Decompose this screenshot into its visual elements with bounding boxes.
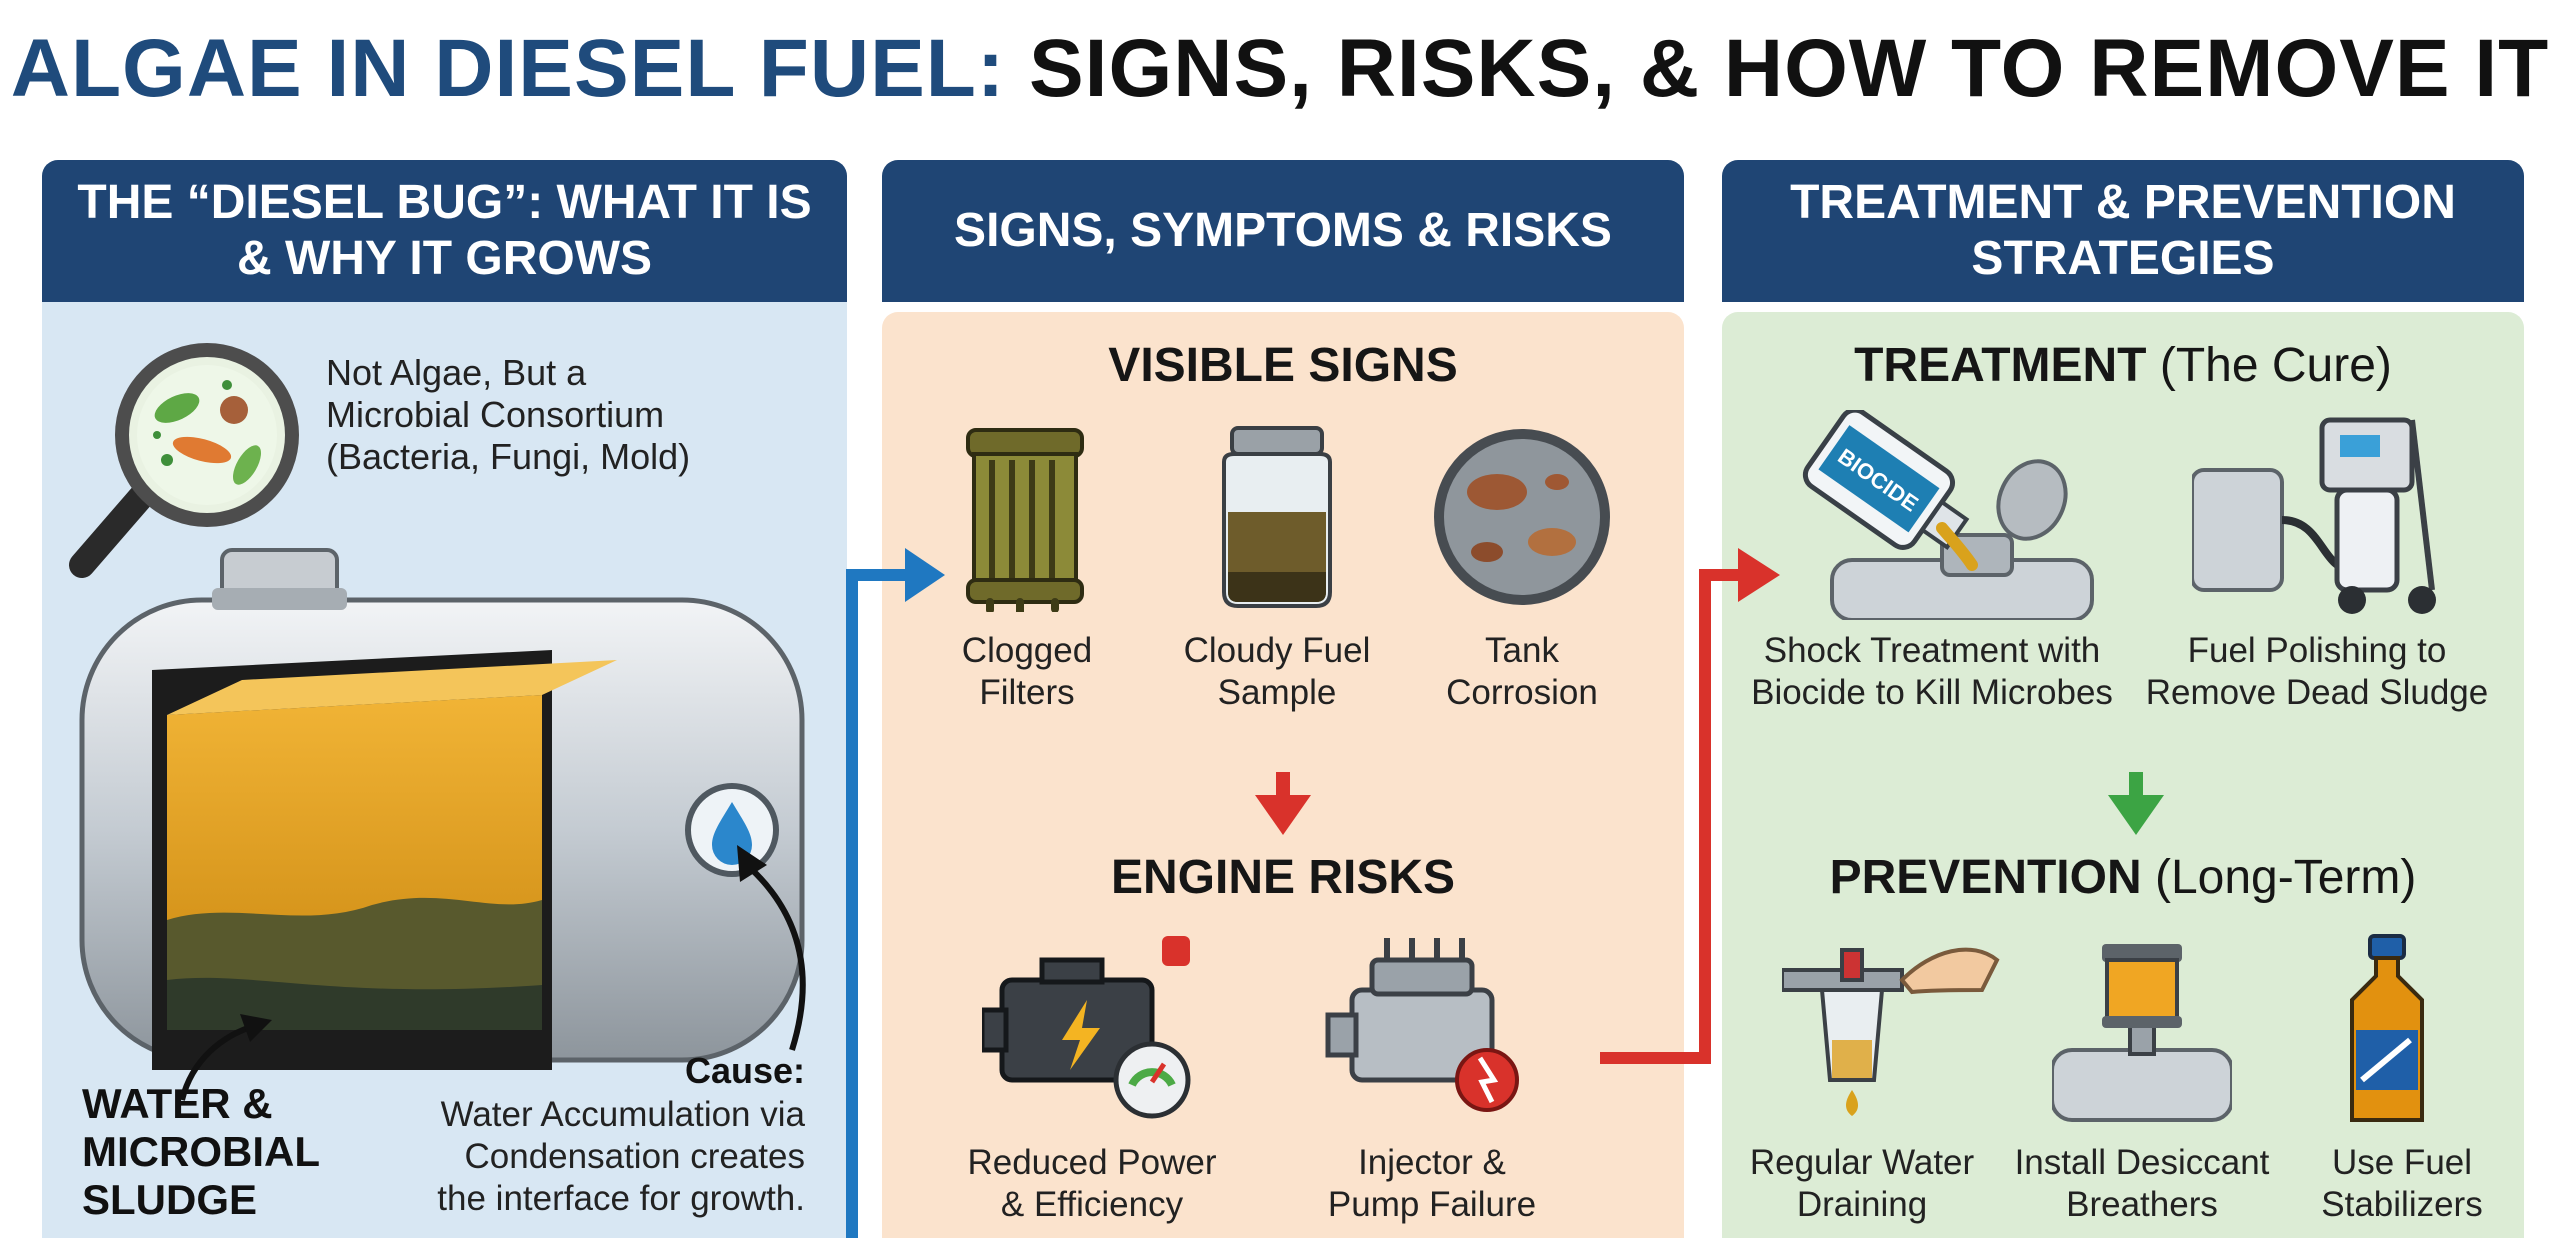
cause-text-line-2: Condensation creates xyxy=(464,1137,806,1176)
engine-risks-heading: ENGINE RISKS xyxy=(1110,851,1456,904)
sludge-label-visible-line-1: WATER & xyxy=(82,1080,273,1127)
column-header-diesel-bug: THE “DIESEL BUG”: WHAT IT IS & WHY IT GR… xyxy=(42,160,847,302)
caption-water-draining-line-2: Draining xyxy=(1796,1185,1928,1224)
fuel-tank-cutaway-icon xyxy=(79,548,805,1070)
caption-clogged-filters: Clogged Filters xyxy=(912,630,1142,714)
prevention-subheading: (Long-Term) xyxy=(2154,851,2417,904)
caption-fuel-polishing: Fuel Polishing to Remove Dead Sludge xyxy=(2132,630,2502,714)
title-rest: SIGNS, RISKS, & HOW TO REMOVE IT xyxy=(1028,23,2550,114)
column-header-signs-risks: SIGNS, SYMPTOMS & RISKS xyxy=(882,160,1684,302)
microbe-note-line-1: Not Algae, But a xyxy=(326,352,587,393)
visible-signs-heading: VISIBLE SIGNS xyxy=(1108,339,1458,392)
column-treatment-prevention: TREATMENT & PREVENTION STRATEGIES TREATM… xyxy=(1722,160,2524,1238)
caption-shock-treatment-line-1: Shock Treatment with xyxy=(1763,631,2101,670)
caption-cloudy-fuel: Cloudy Fuel Sample xyxy=(1147,630,1407,714)
microbe-note-line-2: Microbial Consortium xyxy=(326,394,665,435)
column-signs-risks: SIGNS, SYMPTOMS & RISKS VISIBLE SIGNS Cl… xyxy=(882,160,1684,1238)
caption-desiccant-breathers-line-1: Install Desiccant xyxy=(2014,1143,2270,1182)
visible-signs-title: VISIBLE SIGNS xyxy=(882,338,1684,393)
cause-text-line-1: Water Accumulation via xyxy=(440,1095,805,1134)
caption-fuel-stabilizers-line-1: Use Fuel xyxy=(2331,1143,2473,1182)
caption-reduced-power: Reduced Power & Efficiency xyxy=(942,1142,1242,1226)
desiccant-breather-icon xyxy=(2052,944,2232,1122)
caption-shock-treatment: Shock Treatment with Biocide to Kill Mic… xyxy=(1742,630,2122,714)
injector-pump-icon xyxy=(1325,938,1519,1112)
microbe-note-line-3: (Bacteria, Fungi, Mold) xyxy=(326,436,691,477)
fuel-jar-icon xyxy=(1222,426,1332,608)
caption-tank-corrosion-line-1: Tank xyxy=(1485,631,1559,670)
microbe-note: Not Algae, But a Microbial Consortium (B… xyxy=(326,352,726,478)
engine-risks-title: ENGINE RISKS xyxy=(882,850,1684,905)
flow-arrow-red-head xyxy=(1738,548,1780,602)
caption-cloudy-fuel-line-2: Sample xyxy=(1217,673,1337,712)
sludge-label-visible-line-3: SLUDGE xyxy=(82,1176,258,1223)
flow-arrow-red xyxy=(1600,569,1740,1064)
title-accent: ALGAE IN DIESEL FUEL: xyxy=(10,23,1006,114)
clogged-filter-icon xyxy=(966,428,1084,612)
caption-desiccant-breathers-line-2: Breathers xyxy=(2066,1185,2218,1224)
flow-arrow-green-head xyxy=(2108,795,2164,835)
caption-fuel-stabilizers-line-2: Stabilizers xyxy=(2321,1185,2483,1224)
caption-shock-treatment-line-2: Biocide to Kill Microbes xyxy=(1751,673,2113,712)
magnifier-microbes-icon xyxy=(69,343,299,578)
fuel-polisher-icon xyxy=(2192,417,2436,614)
caption-tank-corrosion: Tank Corrosion xyxy=(1407,630,1637,714)
flow-arrow-red-down-head xyxy=(1255,795,1311,835)
treatment-title: TREATMENT (The Cure) xyxy=(1722,338,2524,393)
caption-water-draining-line-1: Regular Water xyxy=(1749,1143,1975,1182)
caption-desiccant-breathers: Install Desiccant Breathers xyxy=(1992,1142,2292,1226)
caption-injector-failure-line-2: Pump Failure xyxy=(1327,1185,1537,1224)
treatment-heading: TREATMENT xyxy=(1854,339,2147,392)
caption-injector-failure-line-1: Injector & xyxy=(1358,1143,1506,1182)
sludge-label-visible-line-2: MICROBIAL xyxy=(82,1128,320,1175)
treatment-subheading: (The Cure) xyxy=(2159,339,2392,392)
biocide-bottle-icon: BIOCIDE xyxy=(1802,410,2094,620)
sludge-pointer-arrow xyxy=(179,1014,272,1101)
caption-fuel-polishing-line-2: Remove Dead Sludge xyxy=(2145,673,2489,712)
caption-injector-failure: Injector & Pump Failure xyxy=(1282,1142,1582,1226)
cause-text: Water Accumulation via Condensation crea… xyxy=(335,1094,805,1220)
sludge-label-visible: WATER & MICROBIAL SLUDGE xyxy=(82,1080,320,1224)
page-title: ALGAE IN DIESEL FUEL: SIGNS, RISKS, & HO… xyxy=(0,22,2560,116)
caption-clogged-filters-line-2: Filters xyxy=(979,673,1075,712)
caption-fuel-stabilizers: Use Fuel Stabilizers xyxy=(2292,1142,2512,1226)
prevention-heading: PREVENTION xyxy=(1829,851,2142,904)
engine-warning-icon xyxy=(982,936,1191,1119)
column-diesel-bug: THE “DIESEL BUG”: WHAT IT IS & WHY IT GR… xyxy=(42,160,847,1238)
stabilizer-bottle-icon xyxy=(2350,934,2424,1122)
cause-pointer-arrow xyxy=(737,845,806,1051)
caption-reduced-power-line-1: Reduced Power xyxy=(967,1143,1217,1182)
caption-tank-corrosion-line-2: Corrosion xyxy=(1446,673,1598,712)
column-header-treatment-prevention: TREATMENT & PREVENTION STRATEGIES xyxy=(1722,160,2524,302)
caption-cloudy-fuel-line-1: Cloudy Fuel xyxy=(1183,631,1371,670)
corroded-tank-icon xyxy=(1434,429,1610,605)
flow-arrow-blue-head xyxy=(905,548,945,602)
cause-title: Cause: xyxy=(684,1050,805,1091)
caption-fuel-polishing-line-1: Fuel Polishing to xyxy=(2187,631,2447,670)
caption-clogged-filters-line-1: Clogged xyxy=(961,631,1093,670)
caption-reduced-power-line-2: & Efficiency xyxy=(1000,1185,1184,1224)
water-drain-valve-icon xyxy=(1782,947,2000,1116)
prevention-title: PREVENTION (Long-Term) xyxy=(1722,850,2524,905)
cause-text-line-3: the interface for growth. xyxy=(437,1179,805,1218)
flow-arrow-blue xyxy=(846,569,910,1238)
caption-water-draining: Regular Water Draining xyxy=(1742,1142,1982,1226)
